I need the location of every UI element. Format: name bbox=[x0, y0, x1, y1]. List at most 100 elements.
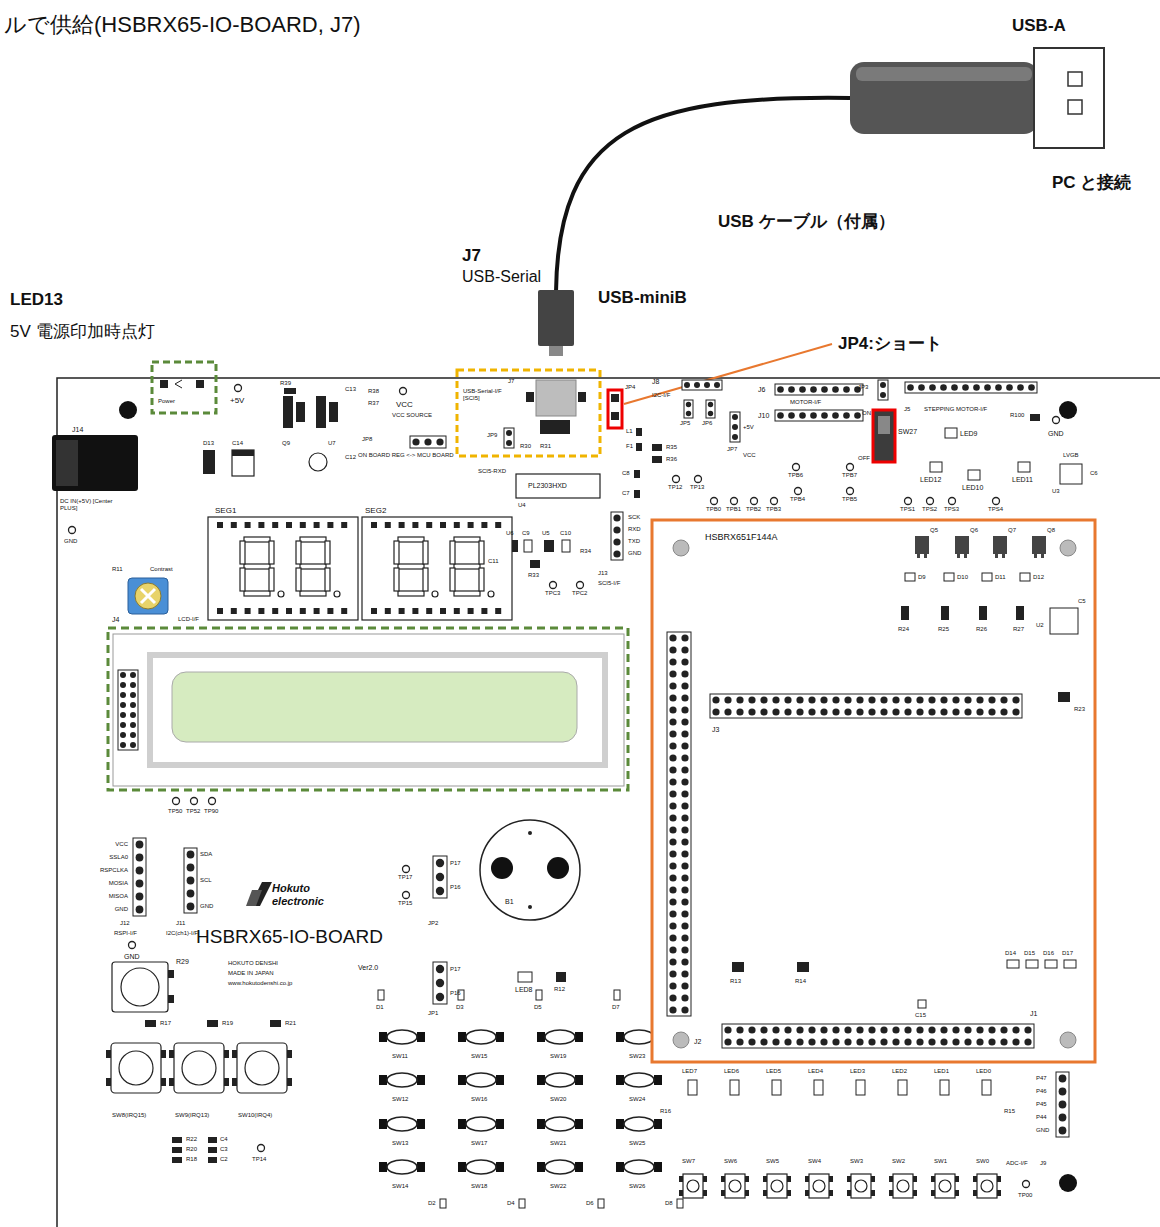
component bbox=[703, 1176, 707, 1182]
silkscreen-label: JP1 bbox=[428, 1010, 438, 1017]
header-pin bbox=[681, 754, 688, 761]
component bbox=[106, 1050, 111, 1058]
component bbox=[203, 450, 215, 474]
component bbox=[172, 1147, 182, 1153]
silkscreen-label: DC IN(+5V) [Center PLUS] bbox=[60, 498, 120, 512]
header-pin bbox=[832, 1026, 839, 1033]
component bbox=[993, 536, 1007, 554]
silkscreen-label: D2 bbox=[428, 1200, 436, 1207]
push-button bbox=[387, 1117, 417, 1131]
header-pin bbox=[724, 696, 731, 703]
component bbox=[805, 1176, 809, 1182]
header-pin bbox=[436, 993, 444, 1001]
header-pin bbox=[681, 706, 688, 713]
silkscreen-label: R24 bbox=[898, 626, 909, 633]
header-pin bbox=[760, 1038, 767, 1045]
header-pin bbox=[1000, 1026, 1007, 1033]
component bbox=[931, 1176, 935, 1182]
component bbox=[468, 608, 474, 614]
header-pin bbox=[732, 424, 738, 430]
test-point bbox=[905, 498, 912, 505]
silkscreen-label: JP2 bbox=[428, 920, 438, 927]
silkscreen-label: TPS2 bbox=[922, 506, 937, 513]
component bbox=[871, 1176, 875, 1182]
component bbox=[417, 1075, 425, 1085]
header-pin bbox=[808, 1026, 815, 1033]
component bbox=[634, 490, 640, 498]
silkscreen-label: TPB6 bbox=[788, 472, 803, 479]
pin-header bbox=[878, 380, 888, 400]
test-point bbox=[711, 498, 718, 505]
silkscreen-label: TPS4 bbox=[988, 506, 1003, 513]
silkscreen-label: ADC-I/F bbox=[1006, 1160, 1028, 1167]
usb-a-shell bbox=[1034, 48, 1104, 148]
component bbox=[327, 522, 333, 528]
header-pin bbox=[130, 682, 136, 688]
silkscreen-label: D13 bbox=[203, 440, 214, 447]
header-pin bbox=[918, 384, 925, 391]
seven-segment bbox=[479, 541, 484, 564]
silkscreen-label: JP6 bbox=[702, 420, 712, 427]
buzzer bbox=[547, 857, 569, 879]
header-pin bbox=[964, 1038, 971, 1045]
header-pin bbox=[796, 696, 803, 703]
component bbox=[287, 1050, 292, 1058]
component bbox=[284, 388, 296, 394]
header-pin bbox=[880, 708, 887, 715]
push-button bbox=[466, 1117, 496, 1131]
header-pin bbox=[681, 910, 688, 917]
silkscreen-label: R19 bbox=[222, 1020, 233, 1027]
component bbox=[232, 450, 254, 456]
silkscreen-label: Q8 bbox=[1047, 527, 1055, 534]
silkscreen-label: JP8 bbox=[362, 436, 372, 443]
diode-symbol bbox=[440, 1199, 446, 1208]
header-pin bbox=[880, 382, 886, 388]
component bbox=[797, 962, 809, 972]
component bbox=[889, 1190, 893, 1196]
header-pin bbox=[856, 1038, 863, 1045]
header-pin bbox=[681, 862, 688, 869]
silkscreen-label: R26 bbox=[976, 626, 987, 633]
silkscreen-label: SW15 bbox=[471, 1053, 487, 1060]
header-pin bbox=[681, 766, 688, 773]
component bbox=[973, 1176, 977, 1182]
header-pin bbox=[940, 1026, 947, 1033]
test-point bbox=[129, 942, 136, 949]
diode-symbol bbox=[677, 1199, 683, 1208]
header-pin bbox=[681, 898, 688, 905]
seven-segment bbox=[325, 568, 330, 591]
component bbox=[997, 1176, 1001, 1182]
header-pin bbox=[1017, 384, 1024, 391]
header-pin bbox=[808, 1038, 815, 1045]
silkscreen-label: D14 bbox=[1005, 950, 1016, 957]
component bbox=[208, 1157, 217, 1163]
component bbox=[721, 1176, 725, 1182]
header-pin bbox=[669, 838, 676, 845]
component bbox=[763, 1190, 767, 1196]
silkscreen-label: RSPCLKA bbox=[100, 867, 128, 874]
test-point bbox=[793, 464, 800, 471]
header-pin bbox=[136, 841, 144, 849]
led-symbol bbox=[982, 1080, 991, 1095]
header-pin bbox=[136, 893, 144, 901]
component bbox=[955, 536, 969, 554]
pin-header bbox=[433, 856, 447, 898]
header-pin bbox=[669, 790, 676, 797]
component bbox=[955, 1190, 959, 1196]
header-pin bbox=[669, 958, 676, 965]
silkscreen-label: GND bbox=[64, 538, 77, 545]
component bbox=[379, 1075, 387, 1085]
highlight-frame bbox=[108, 628, 628, 790]
silkscreen-label: OFF bbox=[858, 455, 870, 462]
silkscreen-label: R22 bbox=[186, 1136, 197, 1143]
header-pin bbox=[880, 392, 886, 398]
component bbox=[528, 831, 532, 835]
component bbox=[616, 1162, 624, 1172]
header-pin bbox=[669, 730, 676, 737]
push-button bbox=[624, 1117, 654, 1131]
component bbox=[575, 1032, 583, 1042]
test-point bbox=[69, 527, 76, 534]
silkscreen-label: R18 bbox=[186, 1156, 197, 1163]
header-pin bbox=[808, 708, 815, 715]
